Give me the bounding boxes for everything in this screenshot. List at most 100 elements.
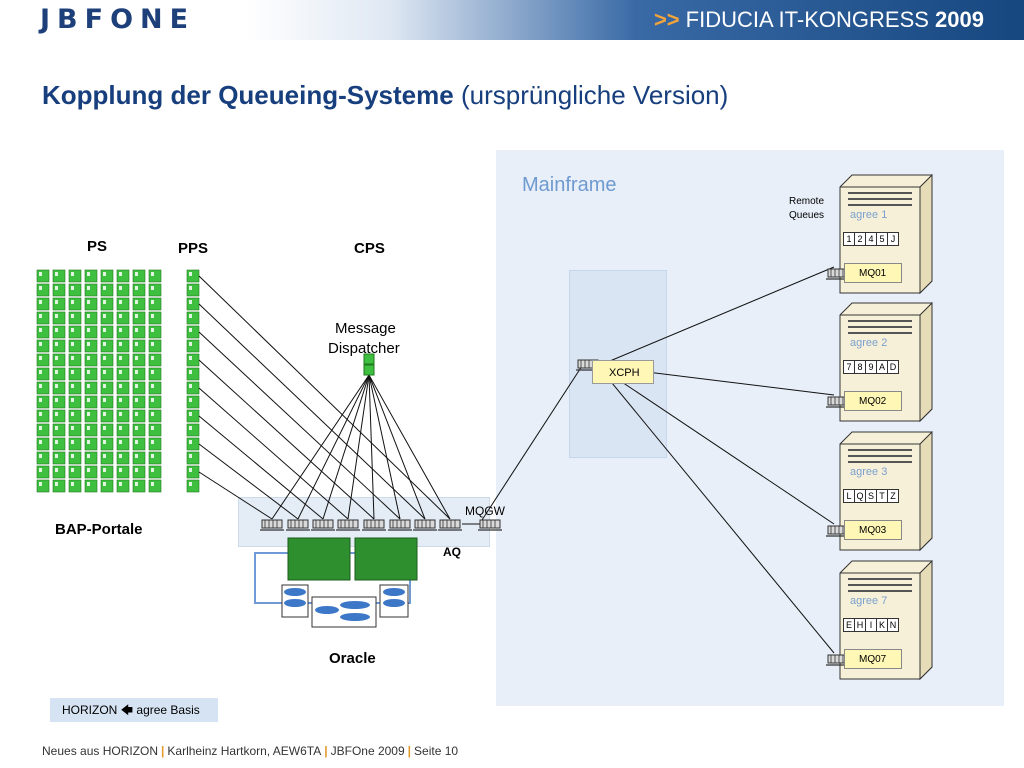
ps-portal-7-2: [68, 367, 82, 381]
ps-portal-0-2-mark: [71, 272, 74, 276]
ps-portal-0-5-mark: [119, 272, 122, 276]
ps-portal-12-5-mark: [119, 440, 122, 444]
ps-portal-3-0: [36, 311, 50, 325]
ps-portal-11-5-mark: [119, 426, 122, 430]
ps-portal-1-3: [84, 283, 98, 297]
ps-portal-13-1-mark: [55, 454, 58, 458]
ps-portal-0-6-mark: [135, 272, 138, 276]
ps-portal-15-3-mark: [87, 482, 90, 486]
ps-portal-2-3: [84, 297, 98, 311]
ps-portal-11-0-mark: [39, 426, 42, 430]
pps-label: PPS: [178, 240, 209, 257]
ps-portal-13-7-mark: [151, 454, 154, 458]
ps-portal-2-2-mark: [71, 300, 74, 304]
mqgw-to-xcph-line: [481, 365, 583, 521]
ps-portal-14-7: [148, 465, 162, 479]
pps-portal-1: [186, 283, 200, 297]
ps-portal-9-1: [52, 395, 66, 409]
server-mq02-queue-cell-2: 9: [865, 360, 877, 374]
server-mq03-link: [597, 365, 835, 525]
server-mq07-side: [919, 559, 933, 681]
ps-portal-15-1: [52, 479, 66, 493]
ps-portal-1-2-mark: [71, 286, 74, 290]
ps-portal-6-5: [116, 353, 130, 367]
ps-portal-7-7: [148, 367, 162, 381]
ps-portal-15-2: [68, 479, 82, 493]
ps-portal-11-0: [36, 423, 50, 437]
pps-portal-13-mark: [189, 454, 192, 458]
ps-portal-15-2-mark: [71, 482, 74, 486]
dispatcher-block-1: [363, 353, 375, 365]
footer-part-2: Karlheinz Hartkorn, AEW6TA: [167, 744, 322, 758]
ps-portal-5-5-mark: [119, 342, 122, 346]
ps-portal-5-2-mark: [71, 342, 74, 346]
ps-portal-5-4: [100, 339, 114, 353]
message-dispatcher-label-2: Dispatcher: [328, 340, 400, 357]
pps-portal-12-mark: [189, 440, 192, 444]
event-arrow: >>: [653, 7, 680, 32]
ps-portal-14-1: [52, 465, 66, 479]
ps-portal-8-1-mark: [55, 384, 58, 388]
ps-portal-9-4-mark: [103, 398, 106, 402]
server-mq02-queue-cell-4: D: [887, 360, 899, 374]
server-mq03-side: [919, 430, 933, 552]
ps-portal-11-3: [84, 423, 98, 437]
server-mq02-agree-label: agree 2: [850, 337, 888, 349]
footer-part-4: Seite 10: [414, 744, 459, 758]
jbfone-logo: JBFONE: [40, 4, 196, 35]
ps-portal-11-2: [68, 423, 82, 437]
ps-portal-2-7: [148, 297, 162, 311]
ps-portal-5-3: [84, 339, 98, 353]
pps-portal-4: [186, 325, 200, 339]
message-dispatcher-label-1: Message: [335, 320, 396, 337]
oracle-disk-1: [284, 588, 306, 596]
ps-portal-13-3: [84, 451, 98, 465]
ps-portal-4-5-mark: [119, 328, 122, 332]
ps-portal-10-1: [52, 409, 66, 423]
event-name: FIDUCIA IT-KONGRESS: [685, 7, 929, 32]
ps-portal-4-0-mark: [39, 328, 42, 332]
server-mq03-mq-box: MQ03: [844, 520, 902, 540]
ps-portal-9-5: [116, 395, 130, 409]
ps-portal-6-7: [148, 353, 162, 367]
aq-queue-icons: [260, 519, 462, 531]
pps-to-aq-line-5: [198, 415, 324, 520]
ps-portal-8-7: [148, 381, 162, 395]
oracle-label: Oracle: [329, 650, 376, 667]
ps-portal-6-3: [84, 353, 98, 367]
aq-queue-7: [439, 519, 461, 529]
ps-portal-8-3-mark: [87, 384, 90, 388]
oracle-board-right: [354, 537, 418, 581]
ps-portal-11-7: [148, 423, 162, 437]
ps-portal-6-5-mark: [119, 356, 122, 360]
pps-to-aq-line-0: [198, 275, 451, 520]
ps-portal-3-1: [52, 311, 66, 325]
ps-portal-12-7: [148, 437, 162, 451]
ps-portal-1-7: [148, 283, 162, 297]
dispatcher-to-aq-line-2: [322, 374, 370, 520]
oracle-disk-5: [340, 613, 370, 621]
event-title: >>FIDUCIA IT-KONGRESS 2009: [654, 7, 984, 33]
mqgw-label: MQGW: [465, 504, 505, 518]
ps-portal-8-1: [52, 381, 66, 395]
ps-portal-6-3-mark: [87, 356, 90, 360]
ps-portal-15-6-mark: [135, 482, 138, 486]
aq-queue-0: [261, 519, 283, 529]
ps-portal-3-6-mark: [135, 314, 138, 318]
ps-portal-1-5: [116, 283, 130, 297]
ps-portal-2-6: [132, 297, 146, 311]
footer: Neues aus HORIZON|Karlheinz Hartkorn, AE…: [42, 744, 458, 758]
pps-portal-5: [186, 339, 200, 353]
ps-portal-9-1-mark: [55, 398, 58, 402]
header-bar: [0, 0, 1024, 40]
ps-portal-3-5-mark: [119, 314, 122, 318]
ps-portal-11-6: [132, 423, 146, 437]
ps-portal-12-6-mark: [135, 440, 138, 444]
aq-queue-1: [287, 519, 309, 529]
ps-portal-3-1-mark: [55, 314, 58, 318]
ps-portal-12-3-mark: [87, 440, 90, 444]
aq-label: AQ: [443, 545, 461, 559]
ps-portal-1-0-mark: [39, 286, 42, 290]
ps-portal-1-4-mark: [103, 286, 106, 290]
